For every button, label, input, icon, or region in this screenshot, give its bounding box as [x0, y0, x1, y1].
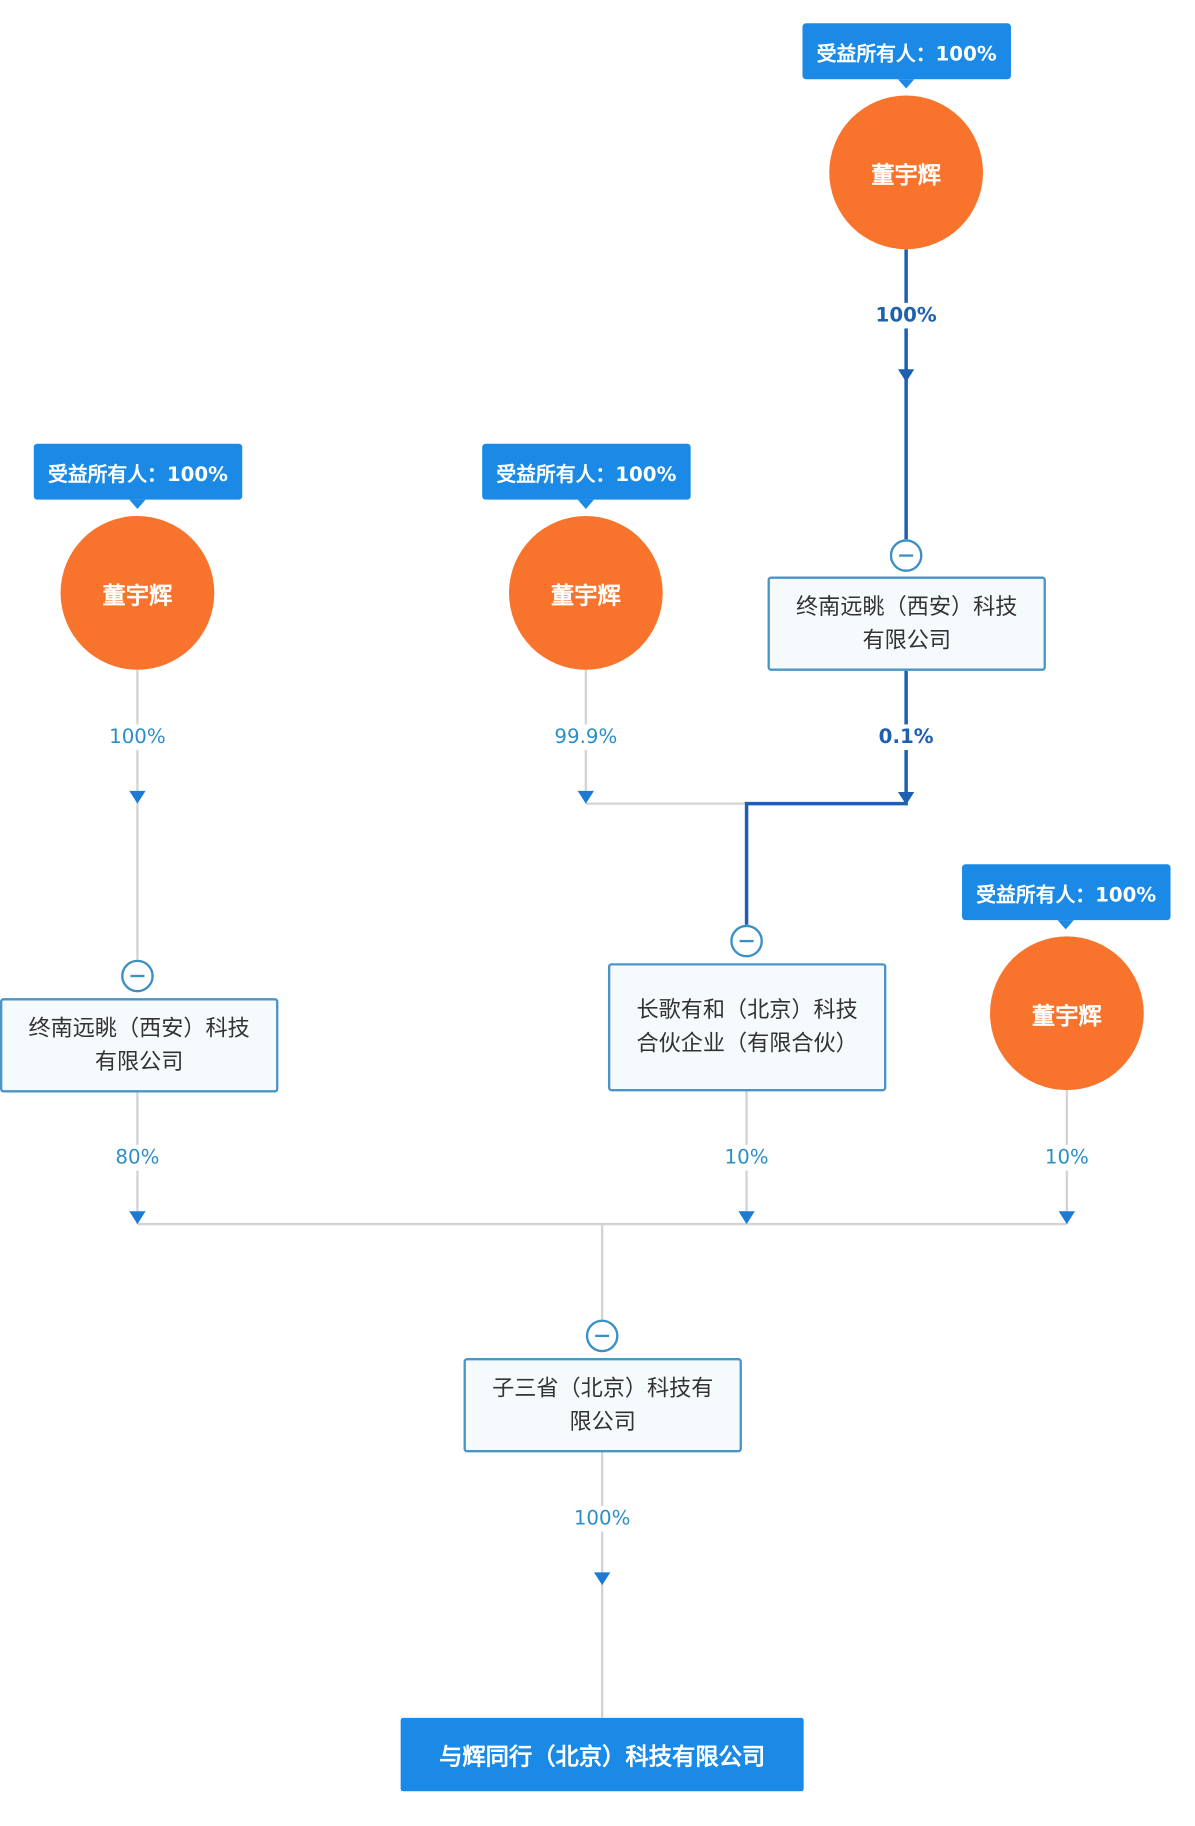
share-percentage: 80% [90, 1144, 185, 1171]
company-node-zhongnan-left[interactable]: 终南远眺（西安）科技有限公司 [0, 998, 279, 1093]
share-percentage: 0.1% [859, 724, 953, 751]
company-node-changge[interactable]: 长歌有和（北京）科技合伙企业（有限合伙） [607, 963, 887, 1092]
person-node-dong-yuhui[interactable]: 董宇辉 [989, 936, 1144, 1091]
person-node-dong-yuhui[interactable]: 董宇辉 [508, 515, 663, 670]
share-percentage: 99.9% [539, 724, 633, 751]
collapse-icon[interactable] [889, 539, 923, 572]
share-percentage: 100% [555, 1505, 649, 1532]
collapse-icon[interactable] [121, 959, 154, 993]
arrow-icon [738, 1211, 755, 1225]
arrow-icon [577, 790, 594, 804]
highlight-line-zhongnan-changge [744, 670, 908, 925]
share-percentage: 100% [90, 724, 185, 751]
beneficial-owner-badge: 受益所有人：100% [802, 23, 1011, 89]
beneficial-owner-badge: 受益所有人：100% [962, 864, 1171, 930]
arrow-icon [897, 791, 915, 805]
target-company-node[interactable]: 与辉同行（北京）科技有限公司 [400, 1717, 804, 1792]
arrow-icon [1058, 1211, 1076, 1225]
person-node-dong-yuhui[interactable]: 董宇辉 [60, 515, 215, 670]
beneficial-owner-badge: 受益所有人：100% [33, 443, 243, 509]
person-node-dong-yuhui[interactable]: 董宇辉 [829, 95, 984, 250]
share-percentage: 10% [1020, 1144, 1114, 1171]
arrow-icon [129, 1211, 146, 1225]
arrow-icon [129, 790, 146, 804]
collapse-icon[interactable] [585, 1319, 619, 1353]
share-percentage: 100% [859, 302, 953, 329]
share-percentage: 10% [699, 1144, 794, 1171]
beneficial-owner-badge: 受益所有人：100% [482, 443, 691, 509]
company-node-zhongnan-top[interactable]: 终南远眺（西安）科技有限公司 [767, 576, 1046, 671]
collapse-icon[interactable] [730, 924, 763, 958]
arrow-icon [897, 369, 915, 383]
arrow-icon [593, 1572, 611, 1586]
company-node-zisansheng[interactable]: 子三省（北京）科技有限公司 [463, 1358, 742, 1453]
